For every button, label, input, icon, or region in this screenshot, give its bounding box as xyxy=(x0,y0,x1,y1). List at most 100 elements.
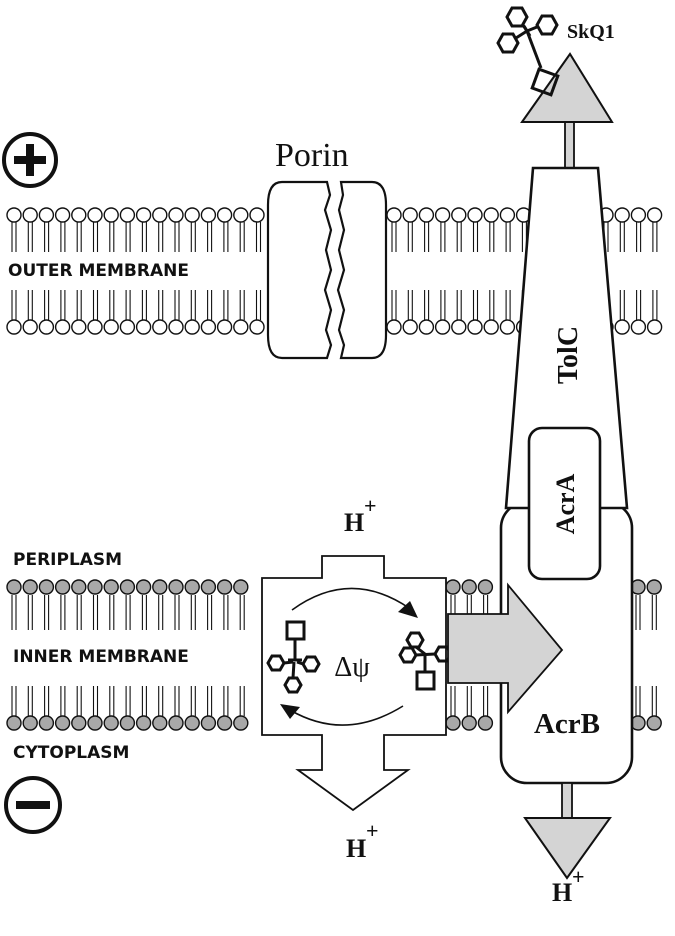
lipid-head xyxy=(152,207,168,223)
plus-sign-icon: + xyxy=(2,132,58,188)
lipid-head xyxy=(135,319,152,335)
lipid-head xyxy=(6,319,22,335)
svg-text:H: H xyxy=(552,878,572,907)
inner-membrane-bottom-tails xyxy=(11,686,657,716)
lipid-head xyxy=(119,715,136,731)
lipid-head xyxy=(152,319,168,335)
lipid-head xyxy=(614,319,630,335)
efflux-pump: TolC AcrA AcrB xyxy=(499,52,634,880)
lipid-head xyxy=(402,207,418,223)
lipid-head xyxy=(386,319,402,335)
lipid-head xyxy=(103,207,119,223)
tolc-protein xyxy=(504,166,629,510)
lipid-head xyxy=(216,715,233,731)
lipid-head xyxy=(461,715,477,731)
lipid-head xyxy=(418,207,435,223)
inner-membrane-label: INNER MEMBRANE xyxy=(13,647,189,667)
lipid-head xyxy=(184,715,200,731)
porin-label: Porin xyxy=(275,137,349,174)
lipid-head xyxy=(22,319,38,335)
svg-text:H: H xyxy=(346,834,366,863)
lipid-head xyxy=(233,319,249,335)
lipid-head xyxy=(200,319,217,335)
lipid-head xyxy=(119,579,136,595)
lipid-head xyxy=(646,319,663,335)
lipid-head xyxy=(168,579,184,595)
lipid-head xyxy=(71,715,87,731)
lipid-head xyxy=(216,579,233,595)
lipid-head xyxy=(200,579,217,595)
lipid-head xyxy=(402,319,418,335)
lipid-head xyxy=(646,207,663,223)
lipid-head xyxy=(461,579,477,595)
lipid-head xyxy=(119,319,136,335)
lipid-head xyxy=(386,207,402,223)
lipid-head xyxy=(499,319,516,335)
lipid-head xyxy=(184,319,200,335)
acrb-label: AcrB xyxy=(534,708,600,740)
lipid-head xyxy=(216,207,233,223)
proton-label-acrb: H + xyxy=(552,864,585,907)
lipid-head xyxy=(233,579,249,595)
lipid-head xyxy=(6,207,22,223)
lipid-head xyxy=(71,579,87,595)
lipid-head xyxy=(87,319,103,335)
svg-text:+: + xyxy=(572,864,585,889)
lipid-head xyxy=(38,579,55,595)
outer-membrane-label-bg xyxy=(4,256,254,282)
lipid-head xyxy=(233,715,249,731)
minus-sign-icon: − xyxy=(4,776,62,834)
lipid-head xyxy=(630,319,647,335)
lipid-head xyxy=(152,715,168,731)
skq1-molecule-periplasm-side xyxy=(398,631,453,691)
tolc-label: TolC xyxy=(553,326,584,384)
lipid-head xyxy=(87,579,103,595)
lipid-head xyxy=(477,579,494,595)
proton-label-periplasm: H + xyxy=(344,493,377,537)
delta-psi-translocator: Δψ xyxy=(261,555,447,812)
lipid-head xyxy=(467,207,483,223)
lipid-head xyxy=(434,207,451,223)
lipid-head xyxy=(168,715,184,731)
lipid-head xyxy=(6,579,22,595)
svg-text:+: + xyxy=(364,493,377,518)
lipid-head xyxy=(483,319,499,335)
lipid-head xyxy=(38,319,55,335)
outer-membrane-label: OUTER MEMBRANE xyxy=(8,261,189,281)
lipid-head xyxy=(646,579,662,595)
lipid-head xyxy=(135,579,152,595)
lipid-head xyxy=(249,319,265,335)
lipid-head xyxy=(483,207,499,223)
lipid-head xyxy=(630,207,647,223)
lipid-head xyxy=(184,207,200,223)
lipid-head xyxy=(54,207,71,223)
cytoplasm-label: CYTOPLASM xyxy=(13,743,129,763)
lipid-head xyxy=(249,207,265,223)
lipid-head xyxy=(434,319,451,335)
lipid-head xyxy=(477,715,494,731)
tolc-exit-arrow xyxy=(520,52,614,175)
periplasm-label: PERIPLASM xyxy=(13,550,122,570)
lipid-head xyxy=(418,319,435,335)
lipid-head xyxy=(54,579,71,595)
lipid-head xyxy=(152,579,168,595)
inner-membrane-label-bg xyxy=(4,644,252,670)
proton-label-cytoplasm: H + xyxy=(346,818,379,863)
porin-channel: Porin xyxy=(266,137,388,360)
lipid-head xyxy=(54,715,71,731)
acra-label: AcrA xyxy=(551,473,580,534)
lipid-head xyxy=(38,715,55,731)
transfer-arrow xyxy=(447,582,564,715)
lipid-head xyxy=(200,207,217,223)
inner-membrane-bottom-heads xyxy=(6,715,662,731)
lipid-head xyxy=(233,207,249,223)
lipid-head xyxy=(22,207,38,223)
lipid-head xyxy=(87,207,103,223)
lipid-head xyxy=(103,319,119,335)
delta-psi-label: Δψ xyxy=(334,652,370,683)
lipid-head xyxy=(103,579,119,595)
svg-text:+: + xyxy=(366,818,379,843)
lipid-head xyxy=(87,715,103,731)
lipid-head xyxy=(135,715,152,731)
